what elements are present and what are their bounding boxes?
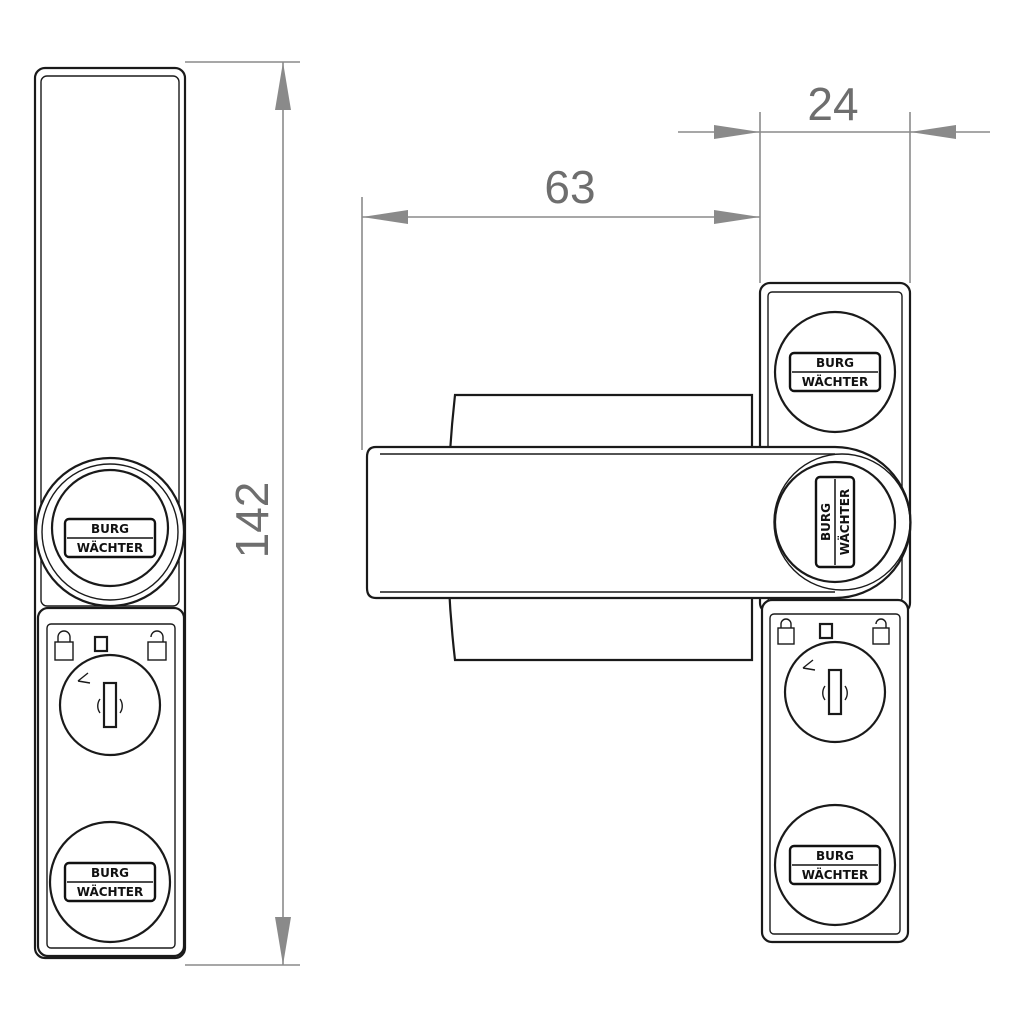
brand-logo-vertical: BURG WÄCHTER — [814, 475, 856, 569]
logo-line1: BURG — [91, 866, 129, 880]
side-view-lock: BURG WÄCHTER BURG WÄCHTER — [33, 66, 187, 960]
logo-line1: BURG — [819, 503, 833, 541]
lever-length-dimension: 63 — [361, 112, 761, 450]
logo-line2: WÄCHTER — [77, 540, 143, 555]
lock-open-icon — [872, 618, 890, 645]
logo-line1: BURG — [816, 356, 854, 370]
brand-logo-bottom: BURG WÄCHTER — [63, 861, 157, 903]
front-view-lock-open: BURG WÄCHTER BURG WÄCHTER BURG WÄCHTER — [365, 281, 912, 944]
lock-closed-icon — [777, 618, 795, 645]
lever-arm — [365, 445, 912, 600]
logo-line2: WÄCHTER — [837, 489, 852, 555]
lever-length-label: 63 — [544, 161, 595, 213]
lock-closed-icon — [54, 630, 74, 661]
lock-open-icon — [147, 630, 167, 661]
height-label: 142 — [226, 482, 278, 559]
plate-width-dimension: 24 — [678, 78, 990, 283]
plate-width-label: 24 — [807, 78, 858, 130]
brand-logo-top: BURG WÄCHTER — [788, 351, 882, 393]
logo-line2: WÄCHTER — [802, 374, 868, 389]
logo-line2: WÄCHTER — [802, 867, 868, 882]
logo-line1: BURG — [816, 849, 854, 863]
logo-line1: BURG — [91, 522, 129, 536]
logo-line2: WÄCHTER — [77, 884, 143, 899]
brand-logo: BURG WÄCHTER — [63, 517, 157, 559]
brand-logo-bottom-right: BURG WÄCHTER — [788, 844, 882, 886]
height-dimension: 142 — [185, 61, 300, 966]
